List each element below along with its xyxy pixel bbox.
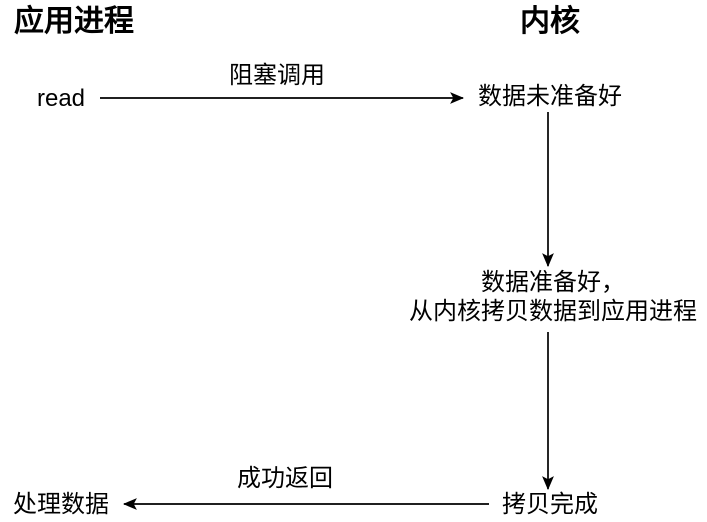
column-title-application-process: 应用进程 (14, 5, 134, 38)
node-read: read (36, 85, 86, 112)
edge-label-blocking-call: 阻塞调用 (229, 62, 325, 89)
node-copy-done: 拷贝完成 (502, 491, 598, 518)
node-data-ready-line1: 数据准备好， (481, 269, 625, 296)
edge-label-success-return: 成功返回 (237, 465, 333, 492)
node-process-data: 处理数据 (13, 491, 109, 518)
node-data-ready-line2: 从内核拷贝数据到应用进程 (409, 298, 697, 325)
node-data-ready: 数据准备好， 从内核拷贝数据到应用进程 (409, 268, 697, 326)
column-title-kernel: 内核 (520, 5, 580, 38)
node-data-not-ready: 数据未准备好 (478, 83, 622, 110)
